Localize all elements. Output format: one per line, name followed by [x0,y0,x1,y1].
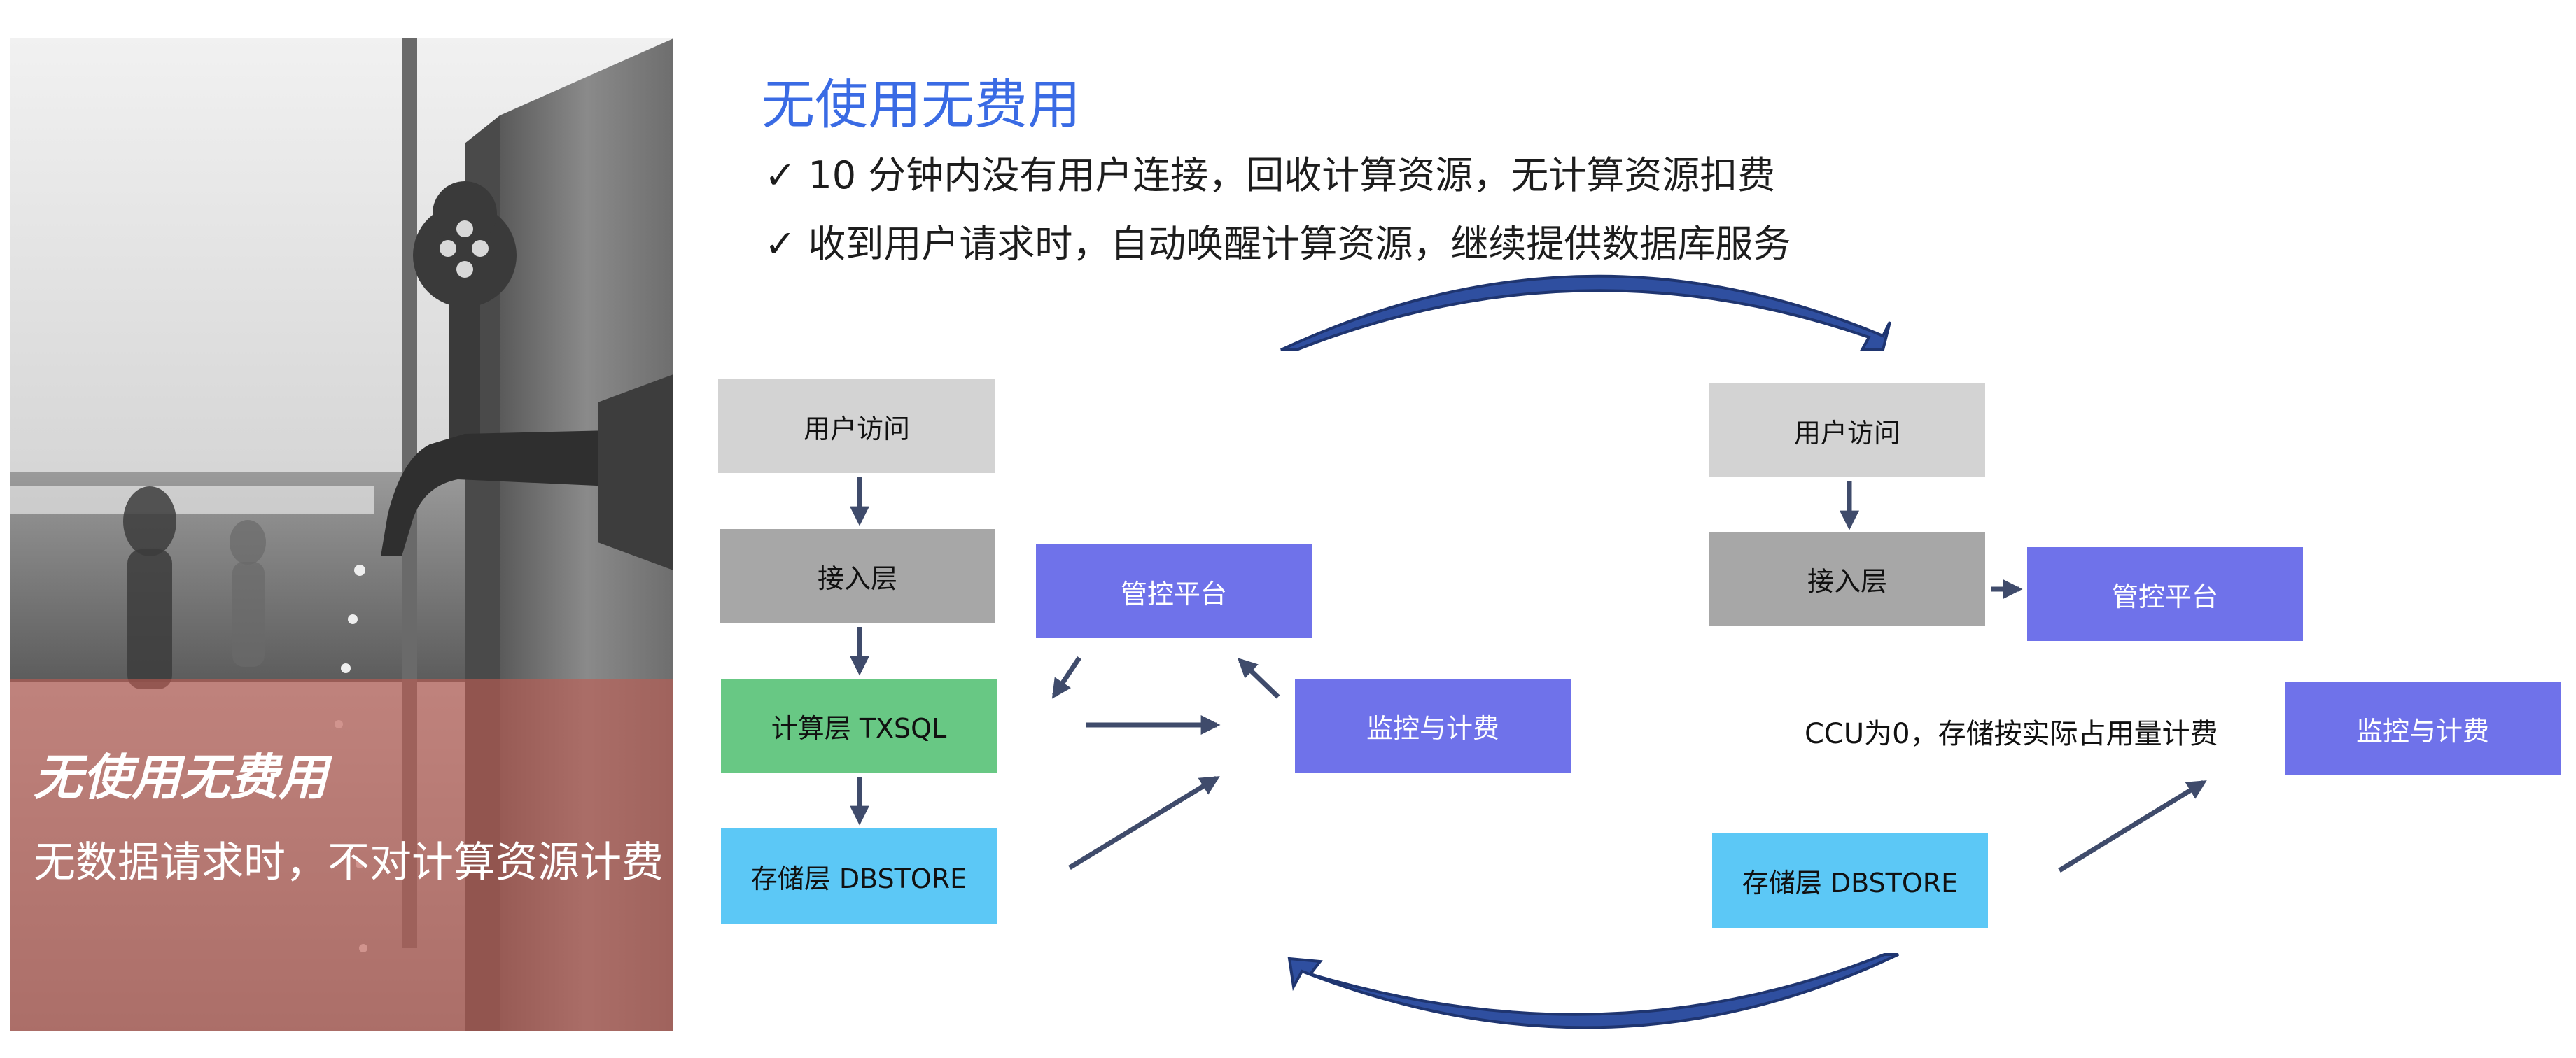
left-access-layer-box: 接入层 [720,529,995,623]
caption-text: 无数据请求时，不对计算资源计费 [34,838,664,887]
right-control-platform-box: 管控平台 [2027,547,2303,641]
left-storage-layer-box: 存储层 DBSTORE [721,828,997,924]
faucet-photo: 无使用无费用 无数据请求时，不对计算资源计费 [10,38,673,1031]
right-access-layer-box: 接入层 [1709,532,1985,626]
right-user-access-box: 用户访问 [1709,383,1985,477]
faucet-illustration [10,38,673,1031]
caption-title: 无使用无费用 [34,749,328,806]
arrow-storage-to-monitor [1068,776,1220,870]
bullet-wake: ✓ 收到用户请求时，自动唤醒计算资源，继续提供数据库服务 [764,222,1791,266]
curved-arrow-top [1280,274,1891,351]
curved-arrow-bottom [1287,953,1899,1029]
left-control-platform-box: 管控平台 [1036,544,1312,638]
left-monitor-billing-box: 监控与计费 [1295,679,1571,773]
right-storage-layer-box: 存储层 DBSTORE [1712,833,1988,928]
left-compute-layer-box: 计算层 TXSQL [721,679,997,773]
arrow-control-to-compute [1051,656,1082,699]
right-monitor-billing-box: 监控与计费 [2285,682,2561,775]
right-ccu-note: CCU为0，存储按实际占用量计费 [1805,718,2218,750]
arrow-monitor-to-control [1237,658,1280,699]
main-title: 无使用无费用 [762,73,1081,136]
caption-overlay [10,679,673,1031]
left-user-access-box: 用户访问 [718,379,995,473]
arrow-right-storage-to-monitor [2058,780,2207,873]
bullet-reclaim: ✓ 10 分钟内没有用户连接，回收计算资源，无计算资源扣费 [764,153,1776,197]
